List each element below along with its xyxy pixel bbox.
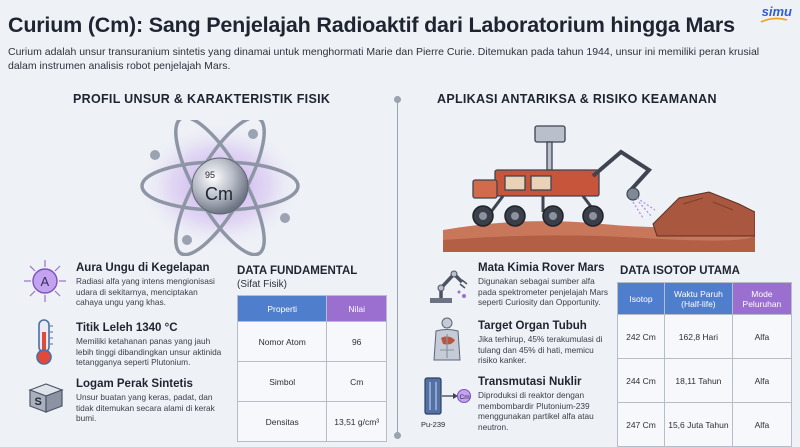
table-cell: 244 Cm — [617, 358, 665, 403]
logo-text: simu — [761, 4, 792, 19]
feature-title: Aura Ungu di Kegelapan — [76, 262, 210, 274]
feature-purple-aura: Aura Ungu di Kegelapan Radiasi alfa yang… — [76, 262, 266, 308]
feature-text: Memiliki ketahanan panas yang jauh lebih… — [76, 336, 222, 367]
isotope-data-table: Isotop Waktu Paruh (Half-life) Mode Pelu… — [617, 282, 793, 447]
fundamental-data-table: Properti Nilai Nomor Atom 96 Simbol Cm D… — [236, 295, 387, 442]
divider-dot-top — [394, 96, 401, 103]
feature-text: Radiasi alfa yang intens mengionisasi ud… — [76, 276, 215, 307]
table-cell: 247 Cm — [617, 402, 665, 447]
feature-title: Logam Perak Sintetis — [76, 378, 193, 390]
thermometer-icon — [36, 319, 53, 365]
left-section-heading: PROFIL UNSUR & KARAKTERISTIK FISIK — [73, 92, 331, 106]
feature-text: Diproduksi di reaktor dengan membombardi… — [478, 390, 594, 432]
table-cell: Simbol — [236, 361, 328, 402]
column-header: Waktu Paruh (Half-life) — [663, 282, 733, 315]
table-cell: 18,11 Tahun — [663, 358, 733, 403]
table-row: 242 Cm 162,8 Hari Alfa — [617, 314, 793, 359]
table-row: Nomor Atom 96 — [236, 321, 387, 362]
human-organ-icon — [433, 317, 461, 361]
feature-text: Unsur buatan yang keras, padat, dan tida… — [76, 392, 215, 423]
feature-text: Digunakan sebagai sumber alfa pada spekt… — [478, 276, 609, 307]
table-cell: Alfa — [731, 358, 793, 403]
radiation-badge-text: A — [41, 274, 50, 289]
page-title: Curium (Cm): Sang Penjelajah Radioaktif … — [8, 13, 735, 37]
robot-arm-icon — [430, 270, 468, 303]
atom-symbol-text: Cm — [205, 184, 233, 204]
metal-cube-icon: S — [28, 383, 64, 413]
feature-title: Transmutasi Nuklir — [478, 376, 582, 388]
table-cell: 13,51 g/cm³ — [326, 401, 387, 442]
table-cell: Alfa — [731, 402, 793, 447]
table-row: 247 Cm 15,6 Juta Tahun Alfa — [617, 402, 793, 447]
feature-silver-metal: Logam Perak Sintetis Unsur buatan yang k… — [76, 378, 266, 424]
table-cell: Alfa — [731, 314, 793, 359]
table-cell: 15,6 Juta Tahun — [663, 402, 733, 447]
intro-paragraph: Curium adalah unsur transuranium sinteti… — [8, 46, 760, 72]
reactor-output-label: Cm — [460, 394, 470, 401]
column-header: Properti — [236, 295, 328, 322]
table-row: Densitas 13,51 g/cm³ — [236, 401, 387, 442]
column-header: Isotop — [617, 282, 665, 315]
table-cell: Densitas — [236, 401, 328, 442]
feature-title: Titik Leleh 1340 °C — [76, 322, 178, 334]
logo-swoosh-icon — [760, 17, 787, 23]
nuclear-reactor-icon: Cm Pu-239 — [421, 377, 472, 429]
feature-body-target: Target Organ Tubuh Jika terhirup, 45% te… — [478, 320, 668, 366]
feature-title: Mata Kimia Rover Mars — [478, 262, 605, 274]
reactor-input-label: Pu-239 — [421, 420, 445, 429]
data-table-subtitle: (Sifat Fisik) — [237, 279, 287, 290]
table-cell: 96 — [326, 321, 387, 362]
feature-text: Jika terhirup, 45% terakumulasi di tulan… — [478, 334, 603, 365]
column-header: Mode Peluruhan — [731, 282, 793, 315]
isotope-table-title: DATA ISOTOP UTAMA — [620, 265, 740, 277]
column-divider — [397, 100, 398, 435]
atom-illustration-icon: 95 Cm — [138, 120, 302, 256]
table-cell: Cm — [326, 361, 387, 402]
table-cell: 242 Cm — [617, 314, 665, 359]
radiation-glow-icon: A — [24, 260, 66, 302]
metal-badge-text: S — [35, 396, 42, 408]
column-header: Nilai — [326, 295, 387, 322]
atom-number-text: 95 — [205, 170, 215, 180]
divider-dot-bottom — [394, 432, 401, 439]
brand-logo: simu — [760, 4, 792, 23]
right-section-heading: APLIKASI ANTARIKSA & RISIKO KEAMANAN — [437, 92, 717, 106]
feature-melting-point: Titik Leleh 1340 °C Memiliki ketahanan p… — [76, 322, 266, 368]
data-table-title: DATA FUNDAMENTAL — [237, 265, 358, 277]
feature-title: Target Organ Tubuh — [478, 320, 587, 332]
feature-nuclear-transmutation: Transmutasi Nuklir Diproduksi di reaktor… — [478, 376, 668, 432]
table-cell: Nomor Atom — [236, 321, 328, 362]
feature-rover-chemistry: Mata Kimia Rover Mars Digunakan sebagai … — [478, 262, 668, 308]
table-row: Simbol Cm — [236, 361, 387, 402]
table-cell: 162,8 Hari — [663, 314, 733, 359]
mars-rover-illustration-icon — [443, 125, 755, 252]
table-row: 244 Cm 18,11 Tahun Alfa — [617, 358, 793, 403]
